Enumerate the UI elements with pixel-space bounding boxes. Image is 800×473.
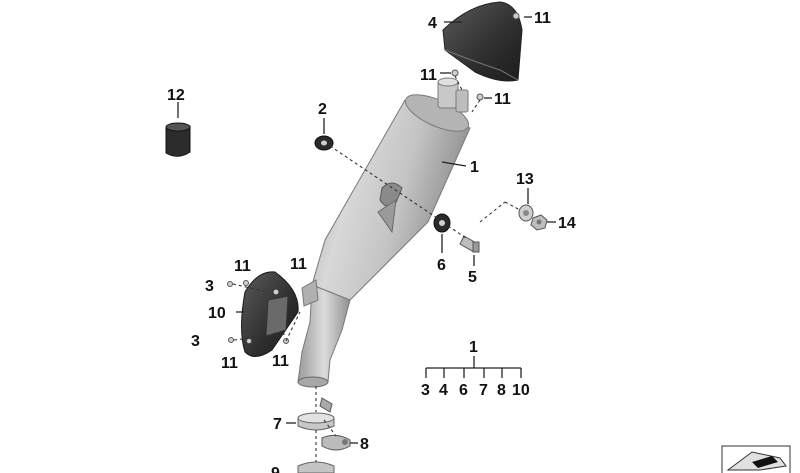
- callout-11-shield-bottom-right: 11: [272, 353, 289, 370]
- washer-6-part: [433, 213, 451, 233]
- callout-4: 4: [428, 15, 437, 32]
- callout-3-lower: 3: [191, 333, 200, 350]
- fastener-group: [227, 12, 520, 344]
- nut-14-part: [530, 214, 548, 231]
- callout-10: 10: [208, 305, 226, 322]
- callout-12: 12: [167, 87, 185, 104]
- heat-shield-part: [241, 271, 299, 357]
- bike-silhouette-icon: [721, 445, 791, 473]
- callout-5: 5: [468, 269, 477, 286]
- callout-7: 7: [273, 416, 282, 433]
- callout-11-mid-left: 11: [420, 67, 437, 84]
- callout-6: 6: [437, 257, 446, 274]
- callout-11-top: 11: [534, 10, 551, 27]
- callout-11-shield-top-left: 11: [234, 258, 251, 275]
- leader-lines: [177, 16, 556, 444]
- callout-11-shield-top-right: 11: [290, 256, 307, 273]
- callout-8: 8: [360, 436, 369, 453]
- callout-3-upper: 3: [205, 278, 214, 295]
- set-composition-tree: 1 3 4 6 7 8 10: [421, 339, 530, 399]
- set-tree-child: 7: [479, 382, 488, 399]
- set-tree-child: 10: [512, 382, 530, 399]
- callout-labels: 4 11 11 11 12 2 1 13 14 6 5 11 11 3 10 3…: [167, 10, 576, 473]
- gasket-9-part: [297, 461, 335, 473]
- callout-14: 14: [558, 215, 576, 232]
- end-cap-part: [442, 1, 523, 82]
- set-tree-child: 8: [497, 382, 506, 399]
- rubber-plug-part: [165, 122, 191, 157]
- clamp-8-part: [321, 434, 351, 451]
- assembly-guide-lines: [232, 19, 521, 462]
- washer-2-part: [314, 135, 334, 151]
- set-tree-child: 4: [439, 382, 448, 399]
- washer-13-part: [518, 204, 534, 222]
- callout-13: 13: [516, 171, 534, 188]
- muffler-part: [311, 77, 471, 301]
- callout-11-mid-right: 11: [494, 91, 511, 108]
- set-tree-child: 3: [421, 382, 430, 399]
- callout-11-shield-bottom-left: 11: [221, 355, 238, 372]
- callout-2: 2: [318, 101, 327, 118]
- callout-1: 1: [470, 159, 479, 176]
- set-tree-parent: 1: [469, 339, 478, 356]
- callout-9: 9: [271, 465, 280, 473]
- set-tree-child: 6: [459, 382, 468, 399]
- bolt-5-part: [459, 235, 480, 253]
- link-pipe-part: [297, 279, 351, 388]
- clamp-ring-7-part: [297, 397, 335, 431]
